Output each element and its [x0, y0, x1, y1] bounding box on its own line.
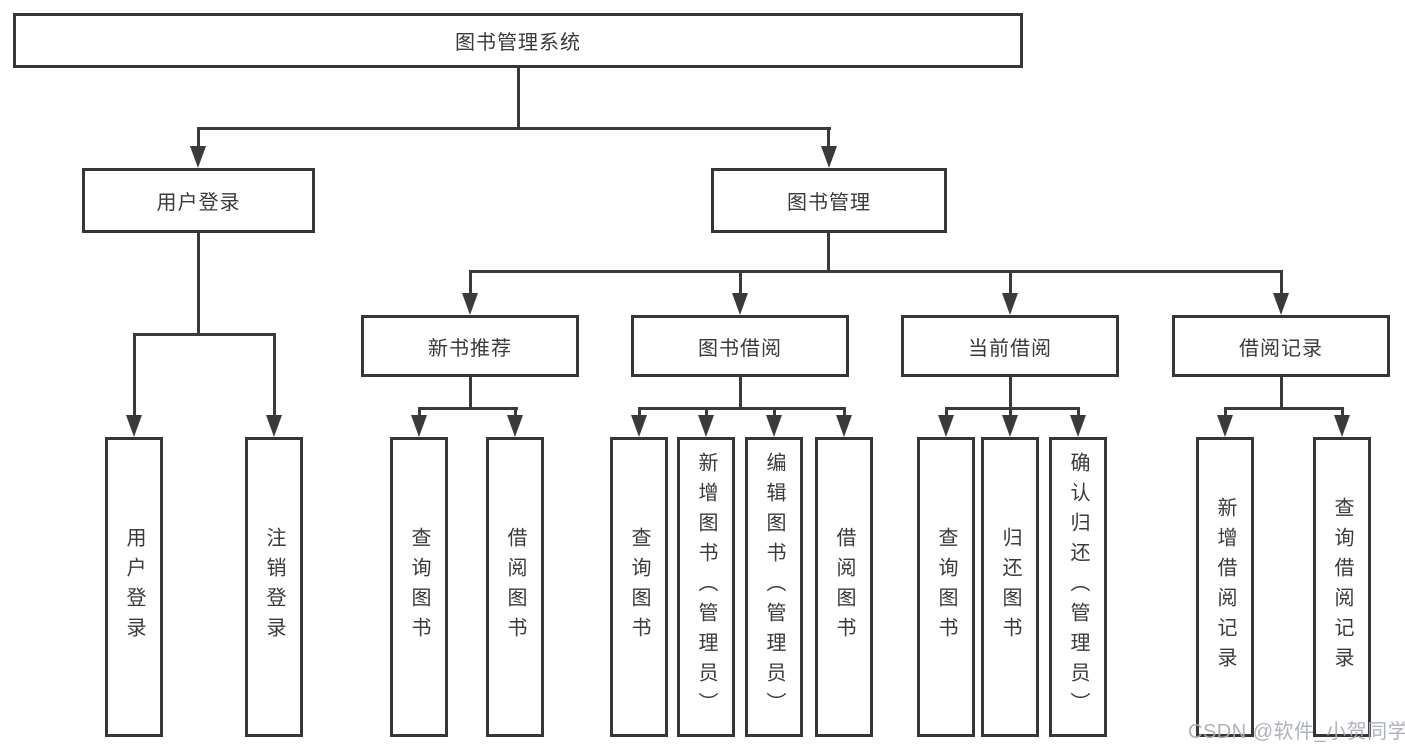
leaf-query-book-3-label: 查询图书 [935, 527, 957, 647]
connector-line [517, 68, 520, 130]
node-root-label: 图书管理系统 [455, 32, 581, 54]
connector-line [1280, 270, 1283, 297]
leaf-edit-book-admin-label: 编辑图书（管理员） [763, 452, 785, 722]
connector-line [705, 407, 708, 419]
arrowhead-icon [1002, 293, 1018, 315]
arrowhead-icon [836, 415, 852, 437]
leaf-query-book-2: 查询图书 [610, 437, 668, 737]
connector-line [945, 407, 948, 419]
node-user-login-label: 用户登录 [156, 192, 241, 214]
leaf-logout-label: 注销登录 [263, 527, 285, 647]
leaf-query-book-2-label: 查询图书 [628, 527, 650, 647]
node-book-borrow: 图书借阅 [631, 315, 849, 377]
leaf-borrow-book-2: 借阅图书 [815, 437, 873, 737]
arrowhead-icon [938, 415, 954, 437]
connector-line [469, 270, 1283, 273]
arrowhead-icon [698, 415, 714, 437]
node-current-borrow: 当前借阅 [901, 315, 1119, 377]
connector-line [197, 127, 831, 130]
leaf-borrow-book-2-label: 借阅图书 [833, 527, 855, 647]
leaf-borrow-book-1-label: 借阅图书 [504, 527, 526, 647]
connector-line [739, 270, 742, 297]
leaf-user-login-label: 用户登录 [123, 527, 145, 647]
connector-line [1341, 407, 1344, 419]
connector-line [469, 377, 472, 410]
connector-line [827, 127, 830, 150]
arrowhead-icon [190, 146, 206, 168]
connector-line [469, 270, 472, 297]
leaf-query-borrow-record: 查询借阅记录 [1313, 437, 1371, 737]
leaf-add-book-admin-label: 新增图书（管理员） [695, 452, 717, 722]
arrowhead-icon [821, 146, 837, 168]
node-book-mgmt-label: 图书管理 [787, 192, 871, 214]
connector-line [843, 407, 846, 419]
connector-line [1224, 407, 1344, 410]
leaf-query-book-3: 查询图书 [917, 437, 975, 737]
leaf-add-borrow-record-label: 新增借阅记录 [1214, 497, 1236, 677]
leaf-return-book-label: 归还图书 [999, 527, 1021, 647]
node-book-mgmt: 图书管理 [711, 168, 947, 233]
connector-line [418, 407, 421, 419]
node-new-book-recommend: 新书推荐 [361, 315, 579, 377]
csdn-watermark: CSDN @软件_小贺同学 [1188, 721, 1405, 743]
node-borrow-record-label: 借阅记录 [1239, 337, 1323, 360]
arrowhead-icon [732, 293, 748, 315]
arrowhead-icon [1334, 415, 1350, 437]
connector-line [418, 407, 518, 410]
leaf-logout: 注销登录 [245, 437, 303, 737]
connector-line [1224, 407, 1227, 419]
connector-line [773, 407, 776, 419]
connector-line [1009, 377, 1012, 410]
leaf-query-book-1: 查询图书 [390, 437, 448, 737]
leaf-add-book-admin: 新增图书（管理员） [677, 437, 735, 737]
leaf-query-book-1-label: 查询图书 [408, 527, 430, 647]
arrowhead-icon [126, 415, 142, 437]
arrowhead-icon [1070, 415, 1086, 437]
node-book-borrow-label: 图书借阅 [698, 337, 782, 360]
leaf-confirm-return-admin-label: 确认归还（管理员） [1067, 452, 1089, 722]
connector-line [197, 233, 200, 333]
node-current-borrow-label: 当前借阅 [968, 337, 1052, 360]
connector-line [638, 407, 641, 419]
leaf-return-book: 归还图书 [981, 437, 1039, 737]
arrowhead-icon [766, 415, 782, 437]
node-new-book-recommend-label: 新书推荐 [428, 337, 512, 360]
arrowhead-icon [1273, 293, 1289, 315]
arrowhead-icon [411, 415, 427, 437]
connector-line [273, 333, 276, 419]
arrowhead-icon [1002, 415, 1018, 437]
node-borrow-record: 借阅记录 [1172, 315, 1390, 377]
connector-line [1009, 407, 1012, 419]
leaf-confirm-return-admin: 确认归还（管理员） [1049, 437, 1107, 737]
connector-line [638, 407, 846, 410]
arrowhead-icon [266, 415, 282, 437]
connector-line [197, 127, 200, 150]
arrowhead-icon [462, 293, 478, 315]
leaf-query-borrow-record-label: 查询借阅记录 [1331, 497, 1353, 677]
node-root: 图书管理系统 [13, 13, 1023, 68]
connector-line [133, 333, 136, 419]
arrowhead-icon [631, 415, 647, 437]
connector-line [1077, 407, 1080, 419]
leaf-user-login: 用户登录 [105, 437, 163, 737]
connector-line [1280, 377, 1283, 410]
connector-line [514, 407, 517, 419]
connector-line [1009, 270, 1012, 297]
connector-line [133, 333, 276, 336]
connector-line [827, 233, 830, 273]
leaf-edit-book-admin: 编辑图书（管理员） [745, 437, 803, 737]
leaf-borrow-book-1: 借阅图书 [486, 437, 544, 737]
node-user-login: 用户登录 [82, 168, 315, 233]
connector-line [739, 377, 742, 410]
leaf-add-borrow-record: 新增借阅记录 [1196, 437, 1254, 737]
arrowhead-icon [1217, 415, 1233, 437]
arrowhead-icon [507, 415, 523, 437]
connector-line [945, 407, 1080, 410]
